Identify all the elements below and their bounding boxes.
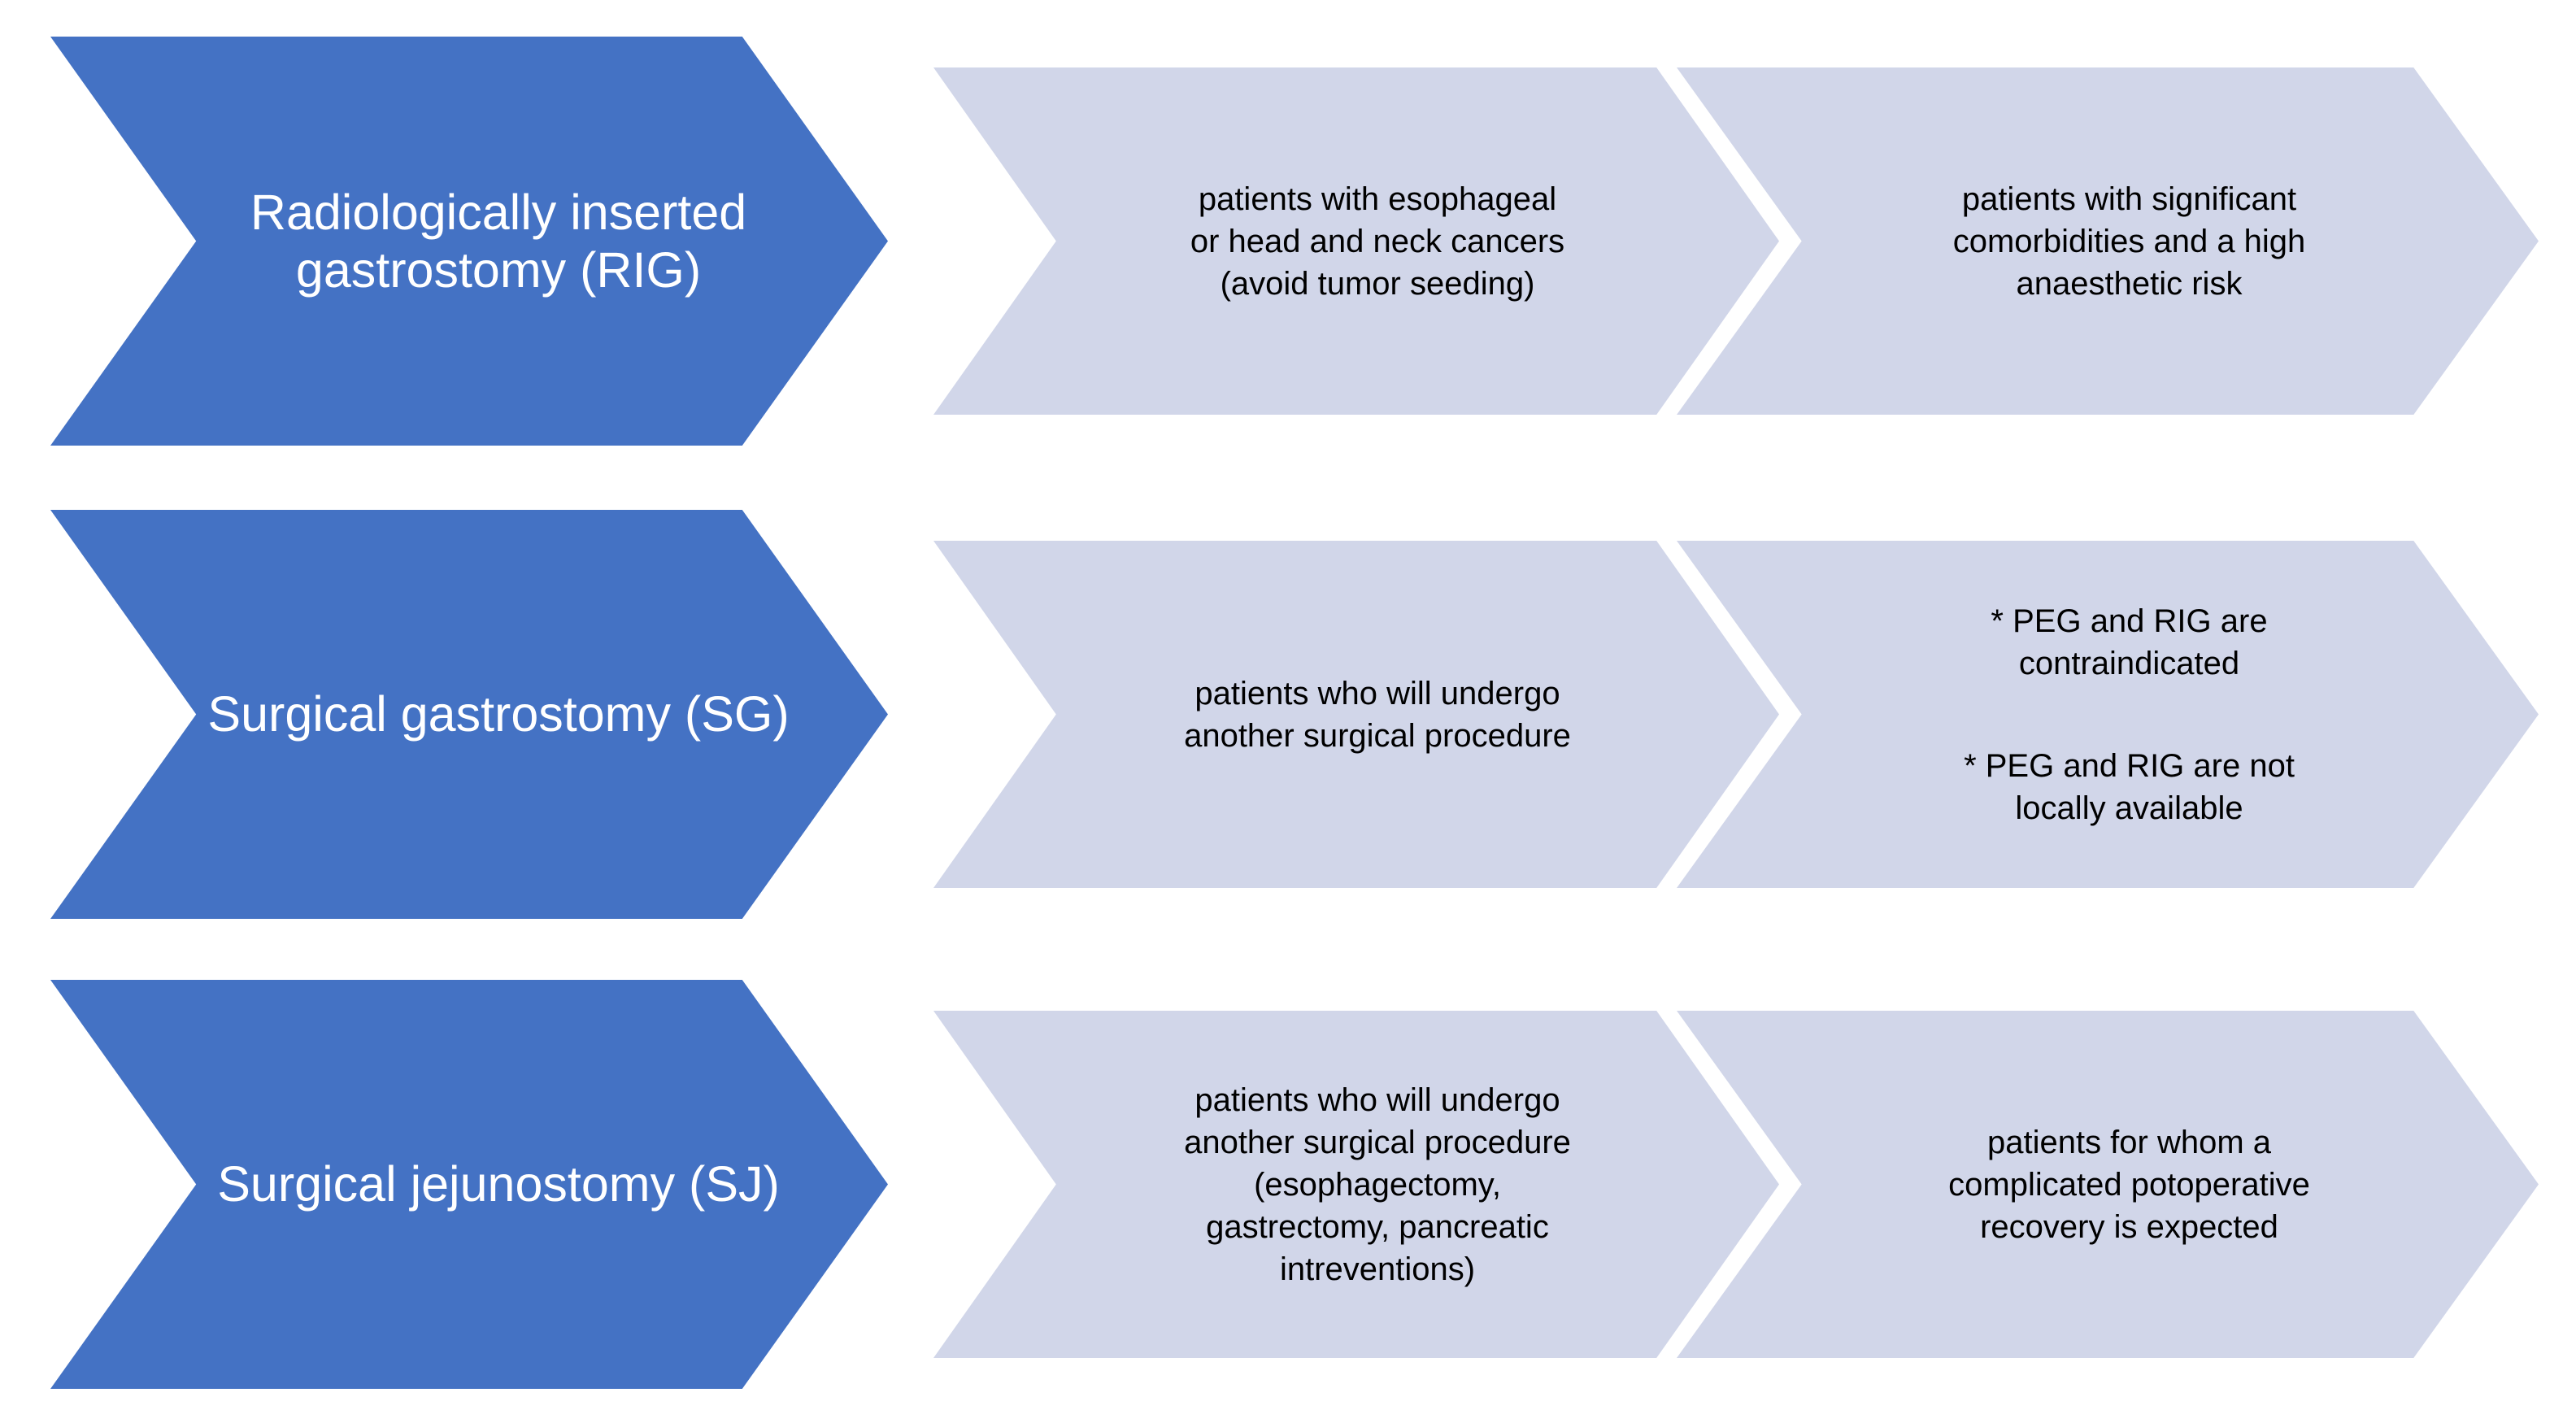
chevron-secondary-sg-stage-2-label: * PEG and RIG are contraindicated * PEG …: [1834, 558, 2381, 872]
chevron-primary-sj[interactable]: Surgical jejunostomy (SJ): [50, 980, 888, 1389]
chevron-primary-sg[interactable]: Surgical gastrostomy (SG): [50, 510, 888, 919]
chevron-secondary-rig-stage-1[interactable]: patients with esophageal or head and nec…: [933, 67, 1779, 415]
chevron-secondary-sj-stage-1[interactable]: patients who will undergo another surgic…: [933, 1011, 1779, 1358]
chevron-secondary-sg-stage-1[interactable]: patients who will undergo another surgic…: [933, 541, 1779, 888]
diagram-row-rig: Radiologically inserted gastrostomy (RIG…: [0, 37, 2576, 446]
chevron-primary-sg-label: Surgical gastrostomy (SG): [207, 686, 790, 742]
diagram-row-sj: Surgical jejunostomy (SJ) patients who w…: [0, 980, 2576, 1389]
chevron-secondary-rig-stage-2[interactable]: patients with significant comorbidities …: [1677, 67, 2539, 415]
chevron-secondary-sg-stage-1-label: patients who will undergo another surgic…: [1184, 675, 1571, 754]
chevron-primary-rig[interactable]: Radiologically inserted gastrostomy (RIG…: [50, 37, 888, 446]
chevron-secondary-sg-stage-2[interactable]: * PEG and RIG are contraindicated * PEG …: [1677, 541, 2539, 888]
diagram-row-sg: Surgical gastrostomy (SG) patients who w…: [0, 510, 2576, 919]
chevron-secondary-sg-stage-2-para-2: * PEG and RIG are not locally available: [1964, 747, 2295, 826]
chevron-secondary-sj-stage-2-label: patients for whom a complicated potopera…: [1948, 1124, 2310, 1245]
chevron-secondary-sj-stage-2[interactable]: patients for whom a complicated potopera…: [1677, 1011, 2539, 1358]
chevron-secondary-sj-stage-1-label: patients who will undergo another surgic…: [1184, 1081, 1571, 1287]
chevron-secondary-rig-stage-2-label: patients with significant comorbidities …: [1952, 181, 2306, 302]
chevron-secondary-sg-stage-2-para-1: * PEG and RIG are contraindicated: [1991, 603, 2268, 681]
chevron-primary-rig-label: Radiologically inserted gastrostomy (RIG…: [250, 185, 747, 298]
chevron-secondary-rig-stage-1-label: patients with esophageal or head and nec…: [1190, 181, 1565, 302]
chevron-primary-sj-label: Surgical jejunostomy (SJ): [217, 1156, 780, 1212]
